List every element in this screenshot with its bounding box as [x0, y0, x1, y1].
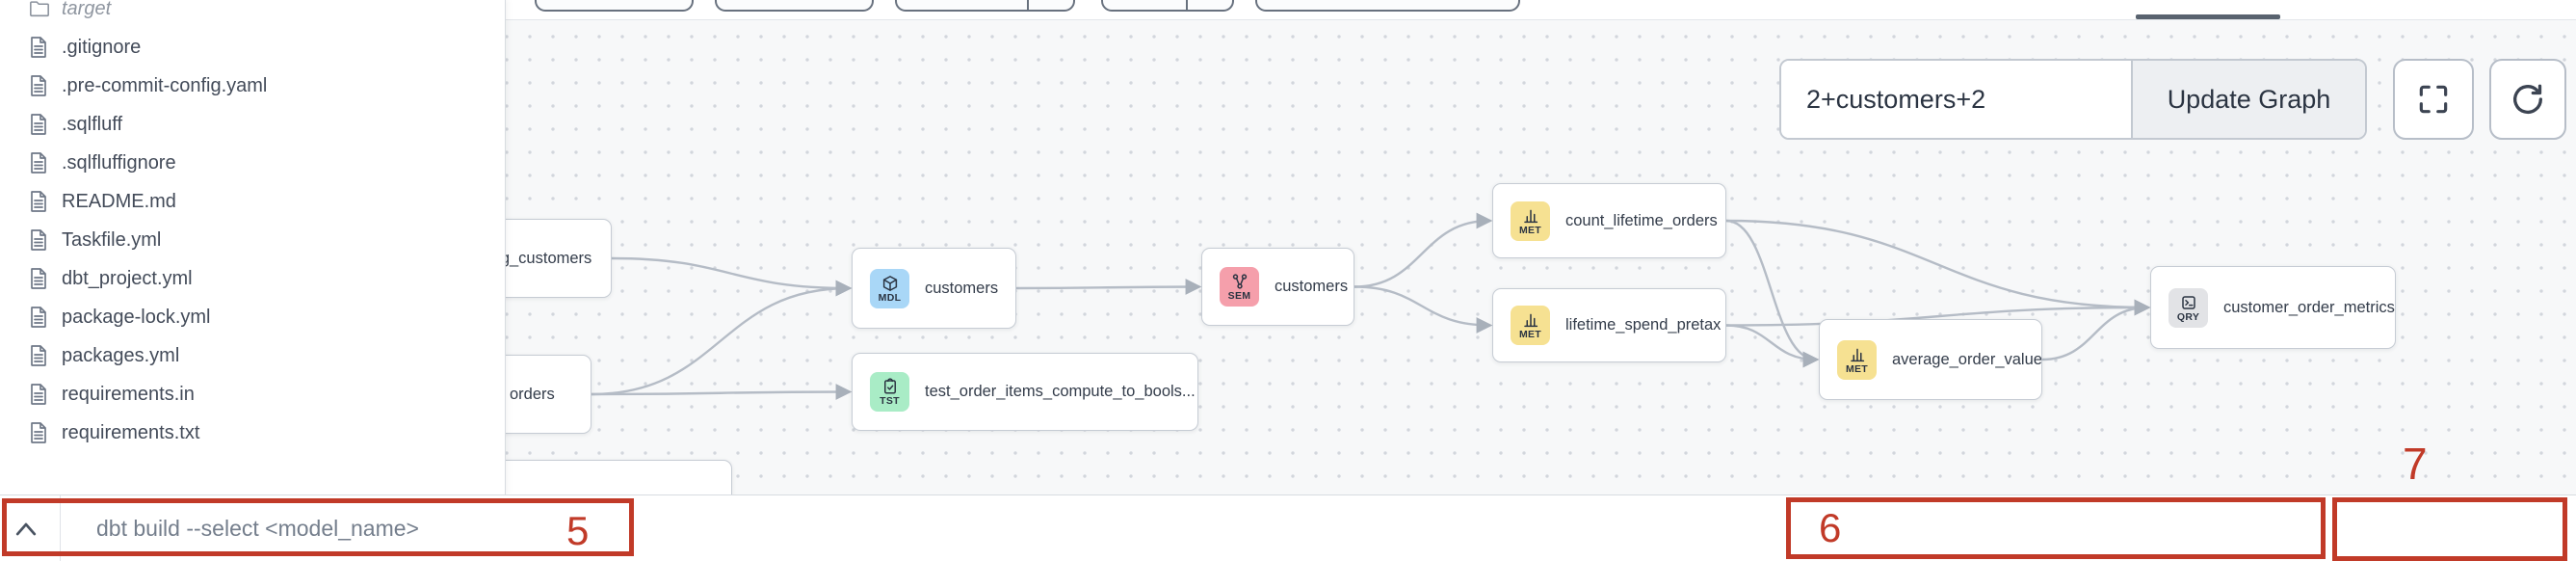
active-tab-underline [2136, 14, 2280, 19]
file-name: .sqlfluffignore [62, 151, 176, 174]
file-explorer: target .gitignore .pre-commit-config.yam… [0, 0, 506, 494]
folder-row-target[interactable]: target [0, 0, 505, 28]
node-label: count_lifetime_orders [1565, 211, 1718, 229]
file-row--gitignore[interactable]: .gitignore [0, 28, 505, 67]
lineage-node-lifetime_spend_pretax[interactable]: MET lifetime_spend_pretax [1492, 288, 1726, 362]
clipped-toolbar-button[interactable] [895, 0, 1075, 12]
lineage-node-average_order_value[interactable]: MET average_order_value [1819, 319, 2042, 400]
file-name: requirements.in [62, 383, 195, 405]
lineage-node-customers_semantic[interactable]: SEM customers [1201, 248, 1354, 326]
file-name: dbt_project.yml [62, 267, 193, 289]
node-type-icon-met: MET [1511, 200, 1550, 241]
file-name: .gitignore [62, 36, 142, 58]
toolbar-button-divider [1027, 0, 1029, 12]
file-name: .sqlfluff [62, 113, 122, 135]
node-type-icon-met: MET [1837, 339, 1877, 380]
clipped-toolbar-button[interactable] [1101, 0, 1234, 12]
update-graph-button[interactable]: Update Graph [2131, 61, 2365, 138]
file-icon [29, 267, 50, 290]
file-icon [29, 113, 50, 136]
file-row-packages-yml[interactable]: packages.yml [0, 336, 505, 375]
file-row--sqlfluff[interactable]: .sqlfluff [0, 105, 505, 144]
command-bar-divider [60, 495, 61, 561]
node-label: customers [925, 279, 999, 297]
file-row--pre-commit-config-yaml[interactable]: .pre-commit-config.yaml [0, 67, 505, 105]
node-type-icon-sem: SEM [1220, 267, 1259, 307]
clipped-toolbar-button[interactable] [535, 0, 694, 12]
file-row-README-md[interactable]: README.md [0, 182, 505, 221]
file-name: requirements.txt [62, 421, 200, 443]
file-row-requirements-in[interactable]: requirements.in [0, 375, 505, 414]
file-icon [29, 306, 50, 329]
node-type-icon-mdl: MDL [870, 268, 909, 308]
lineage-selector-input[interactable]: 2+customers+2 [1781, 61, 2131, 138]
node-type-icon-qry: QRY [2169, 287, 2208, 328]
file-icon [29, 190, 50, 213]
node-type-icon-met: MET [1511, 306, 1550, 345]
file-icon [29, 383, 50, 406]
chevron-up-icon[interactable] [12, 517, 40, 547]
command-bar: dbt build --select <model_name> Defer to… [0, 494, 2576, 561]
lineage-node-test_order_items[interactable]: TST test_order_items_compute_to_bools... [852, 353, 1198, 431]
node-label: lifetime_spend_pretax [1565, 316, 1722, 334]
node-label: orders [510, 385, 555, 403]
file-icon [29, 0, 50, 19]
toolbar-button-divider [1186, 0, 1188, 12]
node-label: stg_customers [488, 249, 592, 267]
file-row-dbt-project-yml[interactable]: dbt_project.yml [0, 259, 505, 298]
node-label: customers [1275, 278, 1349, 295]
file-list: target .gitignore .pre-commit-config.yam… [0, 0, 505, 452]
clipped-toolbar-button[interactable] [715, 0, 874, 12]
file-icon [29, 421, 50, 444]
file-icon [29, 228, 50, 252]
file-icon [29, 151, 50, 174]
file-name: target [62, 0, 112, 19]
fullscreen-button[interactable] [2393, 59, 2474, 140]
top-toolbar [0, 0, 2576, 20]
fullscreen-icon [2415, 81, 2452, 118]
file-row-package-lock-yml[interactable]: package-lock.yml [0, 298, 505, 336]
selector-group: 2+customers+2 Update Graph [1779, 59, 2367, 140]
command-input[interactable]: dbt build --select <model_name> [96, 516, 419, 541]
file-icon [29, 344, 50, 367]
node-label: average_order_value [1892, 350, 2042, 368]
lineage-node-count_lifetime_orders[interactable]: MET count_lifetime_orders [1492, 183, 1726, 258]
lineage-node-customer_order_metrics[interactable]: QRY customer_order_metrics [2150, 266, 2396, 349]
file-icon [29, 74, 50, 97]
clipped-toolbar-button[interactable] [1255, 0, 1520, 12]
lineage-node-customers_model[interactable]: MDL customers [852, 248, 1016, 329]
refresh-icon [2509, 80, 2547, 119]
graph-controls: 2+customers+2 Update Graph [1779, 59, 2367, 140]
node-label: test_order_items_compute_to_bools... [925, 383, 1196, 400]
file-name: Taskfile.yml [62, 228, 162, 251]
file-row--sqlfluffignore[interactable]: .sqlfluffignore [0, 144, 505, 182]
file-row-requirements-txt[interactable]: requirements.txt [0, 414, 505, 452]
node-label: customer_order_metrics [2223, 298, 2395, 316]
node-type-icon-tst: TST [870, 372, 909, 412]
file-name: .pre-commit-config.yaml [62, 74, 268, 96]
file-name: package-lock.yml [62, 306, 211, 328]
file-row-Taskfile-yml[interactable]: Taskfile.yml [0, 221, 505, 259]
file-icon [29, 36, 50, 59]
file-name: README.md [62, 190, 176, 212]
refresh-button[interactable] [2489, 59, 2566, 140]
file-name: packages.yml [62, 344, 180, 366]
